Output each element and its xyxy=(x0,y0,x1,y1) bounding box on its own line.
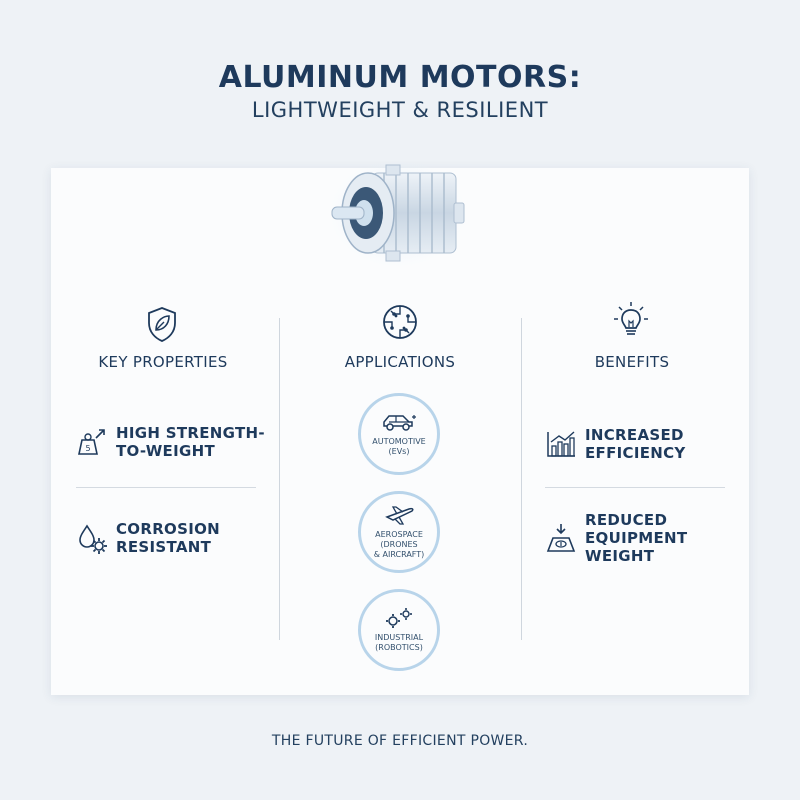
property-line2: TO-WEIGHT xyxy=(116,442,215,460)
application-label: AEROSPACE xyxy=(375,530,423,539)
column-divider-right xyxy=(521,318,522,640)
property-line1: CORROSION xyxy=(116,520,221,538)
application-aerospace: AEROSPACE (DRONES & AIRCRAFT) xyxy=(358,491,440,573)
footer-tagline: THE FUTURE OF EFFICIENT POWER. xyxy=(271,733,529,749)
gears-icon xyxy=(386,608,412,628)
benefit-line1: REDUCED xyxy=(585,511,668,529)
application-label: & AIRCRAFT) xyxy=(373,550,425,559)
application-label: (ROBOTICS) xyxy=(375,643,423,652)
benefit-line1: INCREASED xyxy=(585,426,684,444)
scale-weight-icon xyxy=(546,524,576,552)
page-title: ALUMINUM MOTORS: xyxy=(218,60,582,95)
benefit-reduced-weight: REDUCED EQUIPMENT WEIGHT xyxy=(545,511,687,565)
motor-illustration xyxy=(330,159,466,267)
bar-chart-icon xyxy=(547,431,575,457)
circuit-icon xyxy=(383,305,417,339)
svg-text:5: 5 xyxy=(85,444,90,453)
key-properties-heading: KEY PROPERTIES xyxy=(98,353,228,371)
weight-arrow-icon: 5 xyxy=(78,429,105,455)
application-label: INDUSTRIAL xyxy=(374,633,424,642)
benefit-line3: WEIGHT xyxy=(585,547,655,565)
application-label: (DRONES xyxy=(380,540,418,549)
applications-heading: APPLICATIONS xyxy=(344,353,456,371)
property-separator xyxy=(76,487,256,488)
property-line2: RESISTANT xyxy=(116,538,212,556)
page-subtitle: LIGHTWEIGHT & RESILIENT xyxy=(251,98,549,122)
benefit-increased-efficiency: INCREASED EFFICIENCY xyxy=(545,426,686,462)
lightbulb-icon xyxy=(614,302,648,335)
benefit-separator xyxy=(545,487,725,488)
plane-icon xyxy=(385,506,414,525)
car-icon xyxy=(383,415,416,431)
property-high-strength: 5 HIGH STRENGTH- TO-WEIGHT xyxy=(76,424,265,460)
application-label: AUTOMOTIVE xyxy=(372,437,426,446)
benefit-line2: EQUIPMENT xyxy=(585,529,688,547)
application-label: (EVs) xyxy=(388,447,410,456)
column-divider-left xyxy=(279,318,280,640)
benefits-heading: BENEFITS xyxy=(594,353,670,371)
drop-gear-icon xyxy=(79,524,107,554)
benefit-line2: EFFICIENCY xyxy=(585,444,686,462)
application-automotive: AUTOMOTIVE (EVs) xyxy=(358,393,440,475)
application-industrial: INDUSTRIAL (ROBOTICS) xyxy=(358,589,440,671)
property-line1: HIGH STRENGTH- xyxy=(116,424,265,442)
shield-leaf-icon xyxy=(148,307,176,342)
property-corrosion-resistant: CORROSION RESISTANT xyxy=(76,520,220,556)
